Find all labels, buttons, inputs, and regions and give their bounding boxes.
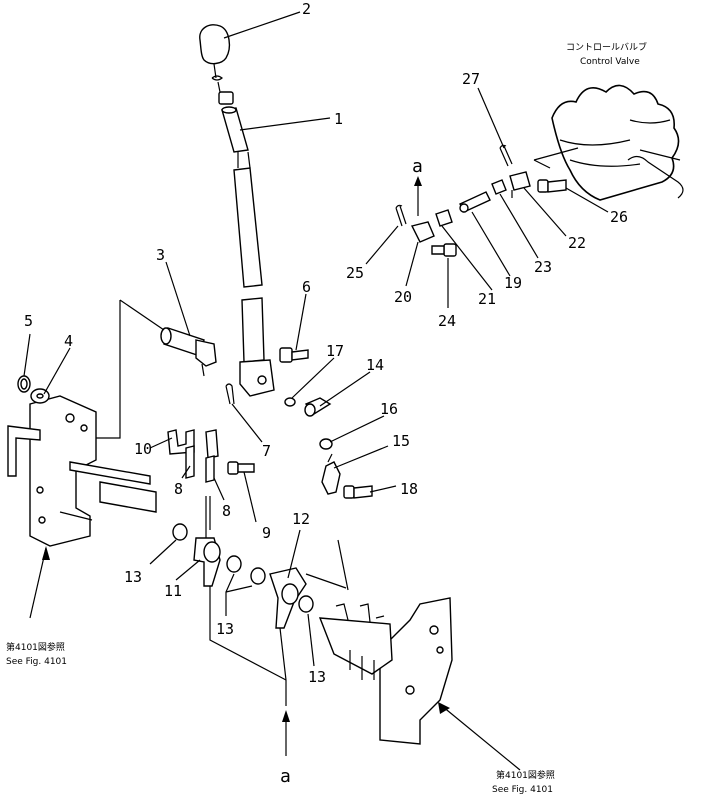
callout-12: 12 [292, 510, 310, 528]
pin-27 [499, 144, 513, 167]
control-valve-label-jp: コントロールバルブ [566, 41, 647, 53]
arrow-up-bottom-a [282, 710, 290, 756]
callout-5: 5 [24, 312, 33, 330]
cotter-pin-7 [225, 383, 235, 405]
right-bracket [318, 597, 453, 745]
ring-5 [17, 375, 31, 393]
bolt-18 [343, 485, 373, 499]
lever-tube [221, 106, 275, 397]
left-ref-label-jp: 第4101図参照 [6, 641, 65, 653]
lever-12 [269, 567, 307, 629]
arrow-right-ref [438, 702, 521, 771]
control-valve [551, 84, 684, 201]
nut-21 [435, 209, 453, 227]
callout-7: 7 [262, 442, 271, 460]
callout-4: 4 [64, 332, 73, 350]
lever-11 [193, 496, 221, 587]
plate-8a [185, 445, 195, 479]
bolt-6 [279, 347, 309, 363]
callout-24: 24 [438, 312, 456, 330]
bushing-13b [226, 555, 266, 585]
washer-17 [284, 397, 296, 407]
ref-a-top: a [412, 156, 423, 177]
callout-9: 9 [262, 524, 271, 542]
rod-end-14 [304, 397, 332, 417]
joint-20 [410, 221, 435, 243]
callout-6: 6 [302, 278, 311, 296]
callout-11: 11 [164, 582, 182, 600]
callout-14: 14 [366, 356, 384, 374]
callout-23: 23 [534, 258, 552, 276]
callout-8a: 8 [174, 480, 183, 498]
right-ref-label-en: See Fig. 4101 [492, 785, 553, 795]
callout-22: 22 [568, 234, 586, 252]
callout-3: 3 [156, 246, 165, 264]
ref-a-bottom: a [280, 766, 291, 787]
pin-25 [395, 204, 407, 227]
callout-26: 26 [610, 208, 628, 226]
callout-18: 18 [400, 480, 418, 498]
left-bracket [7, 395, 157, 547]
nut-23 [491, 179, 507, 195]
callout-13a: 13 [124, 568, 142, 586]
lever-knob [199, 24, 234, 105]
callout-20: 20 [394, 288, 412, 306]
bolt-9 [227, 461, 255, 475]
pin-3 [160, 327, 217, 377]
left-ref-label-en: See Fig. 4101 [6, 657, 67, 667]
arrow-up-a [414, 176, 422, 216]
rod-19 [459, 191, 491, 213]
joint-22 [509, 171, 531, 198]
plate-8b [205, 429, 219, 483]
bushing-13c [298, 595, 314, 613]
bushing-13a [172, 523, 188, 541]
callout-21: 21 [478, 290, 496, 308]
callout-27: 27 [462, 70, 480, 88]
pin-26 [537, 179, 567, 193]
pin-24 [431, 243, 457, 257]
callout-2: 2 [302, 0, 311, 18]
callout-1: 1 [334, 110, 343, 128]
callout-10: 10 [134, 440, 152, 458]
arrow-left-ref [29, 546, 50, 619]
callout-17: 17 [326, 342, 344, 360]
callout-13c: 13 [308, 668, 326, 686]
callout-15: 15 [392, 432, 410, 450]
callout-19: 19 [504, 274, 522, 292]
callout-16: 16 [380, 400, 398, 418]
callout-25: 25 [346, 264, 364, 282]
callout-13b: 13 [216, 620, 234, 638]
nut-16 [319, 438, 333, 450]
leader-lines [23, 11, 609, 667]
callout-8b: 8 [222, 502, 231, 520]
control-valve-label-en: Control Valve [580, 57, 640, 67]
joint-15 [321, 453, 341, 495]
right-ref-label-jp: 第4101図参照 [496, 769, 555, 781]
